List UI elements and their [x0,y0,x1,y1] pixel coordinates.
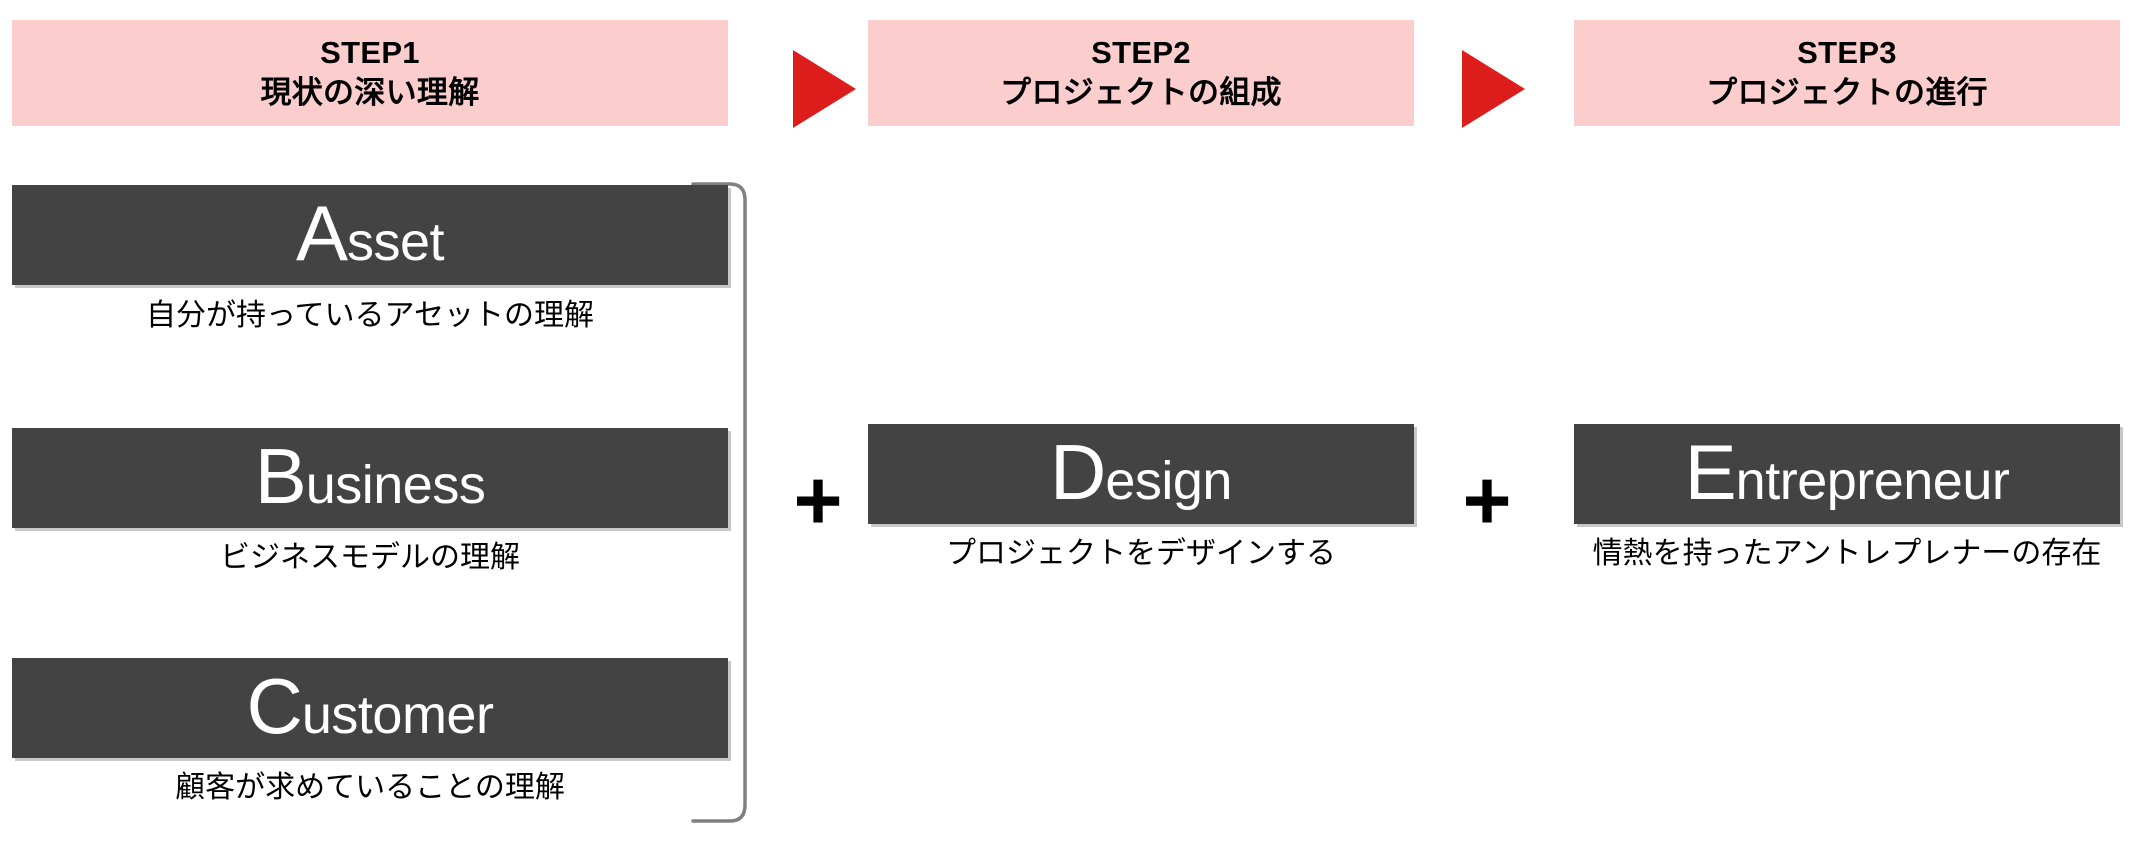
card-remainder-customer: ustomer [301,685,494,745]
card-initial-customer: C [246,662,303,750]
step2-id: STEP2 [1091,35,1191,71]
card-caption-entrepreneur: 情熱を持ったアントレプレナーの存在 [1592,537,2102,570]
concept-card-business[interactable]: Business [12,428,728,528]
right-triangle-arrow-icon [793,50,856,128]
card-remainder-design: esign [1105,451,1232,511]
card-word-design: Design [1050,433,1232,511]
card-initial-business: B [254,432,307,520]
step1-id: STEP1 [320,35,420,71]
concept-card-customer[interactable]: Customer [12,658,728,758]
step3-id: STEP3 [1797,35,1897,71]
step-banner-step1: STEP1 現状の深い理解 [12,20,728,126]
card-caption-asset: 自分が持っているアセットの理解 [146,299,594,332]
concept-card-asset[interactable]: Asset [12,185,728,285]
plus-operator-1: + [793,453,843,547]
right-triangle-arrow-icon [1462,50,1525,128]
card-caption-business: ビジネスモデルの理解 [220,541,520,574]
card-word-customer: Customer [247,667,494,745]
step2-title: プロジェクトの組成 [1000,75,1282,110]
plus-operator-2: + [1462,453,1512,547]
step-banner-step2: STEP2 プロジェクトの組成 [868,20,1414,126]
card-word-business: Business [255,437,486,515]
card-initial-design: D [1050,428,1106,516]
card-initial-entrepreneur: E [1684,428,1737,516]
card-caption-customer: 顧客が求めていることの理解 [175,771,565,804]
concept-card-entrepreneur[interactable]: Entrepreneur [1574,424,2120,524]
card-remainder-asset: sset [346,212,445,272]
card-remainder-business: usiness [305,455,486,515]
step1-title: 現状の深い理解 [260,75,480,110]
step3-title: プロジェクトの進行 [1706,75,1988,110]
card-remainder-entrepreneur: ntrepreneur [1735,451,2010,511]
step-banner-step3: STEP3 プロジェクトの進行 [1574,20,2120,126]
card-initial-asset: A [295,189,348,277]
card-word-entrepreneur: Entrepreneur [1685,433,2010,511]
card-caption-design: プロジェクトをデザインする [946,537,1336,570]
card-word-asset: Asset [296,194,445,272]
concept-card-design[interactable]: Design [868,424,1414,524]
